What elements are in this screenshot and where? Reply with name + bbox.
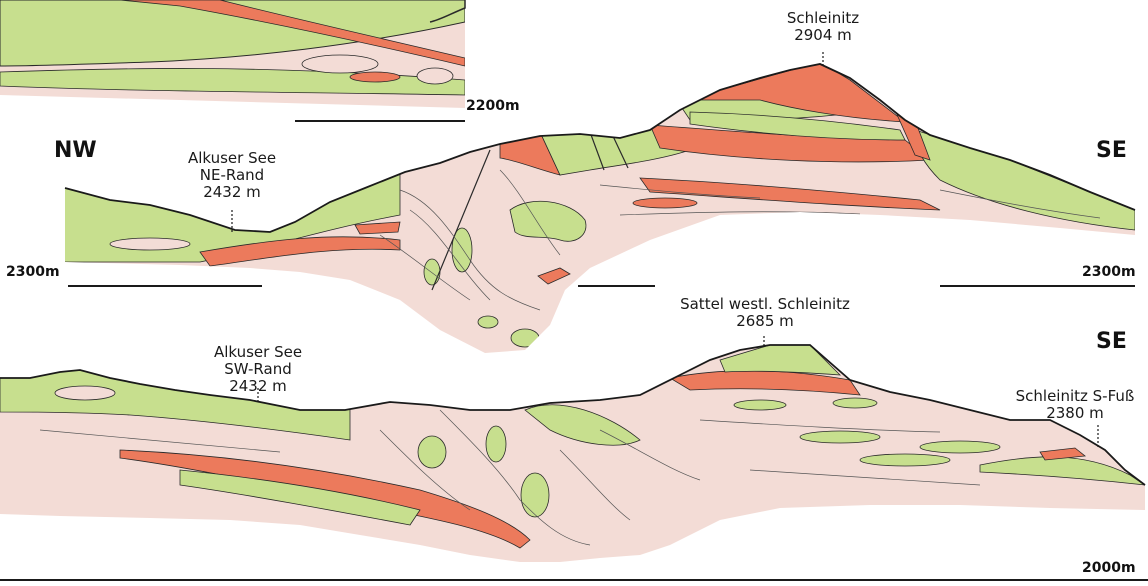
label-alkuser-ne-line2: NE-Rand xyxy=(172,167,292,184)
bot-green-lens-3 xyxy=(800,431,880,443)
mid-left-lens xyxy=(110,238,190,250)
label-alkuser-sw-line1: Alkuser See xyxy=(198,344,318,361)
bot-green-lens-1 xyxy=(734,400,786,410)
label-schleinitz-sfuss: Schleinitz S-Fuß 2380 m xyxy=(1010,388,1140,422)
label-schleinitz: Schleinitz 2904 m xyxy=(768,10,878,44)
label-alkuser-ne-line1: Alkuser See xyxy=(172,150,292,167)
label-schleinitz-sfuss-elevation: 2380 m xyxy=(1010,405,1140,422)
bot-green-lens-2 xyxy=(833,398,877,408)
bottom-section xyxy=(0,330,1148,580)
scale-label-2300-right: 2300m xyxy=(1082,264,1136,280)
label-alkuser-sw: Alkuser See SW-Rand 2432 m xyxy=(198,344,318,395)
label-schleinitz-sfuss-name: Schleinitz S-Fuß xyxy=(1010,388,1140,405)
bot-green-lens-5 xyxy=(860,454,950,466)
mid-fold-blob-5 xyxy=(478,316,498,328)
bot-green-fold-3 xyxy=(486,426,506,462)
bot-green-fold-2 xyxy=(418,436,446,468)
label-schleinitz-elevation: 2904 m xyxy=(768,27,878,44)
bot-left-lens xyxy=(55,386,115,400)
orientation-se-upper: SE xyxy=(1096,138,1127,163)
bot-green-peak xyxy=(720,345,840,375)
top-partial-section xyxy=(0,0,465,110)
bot-green-lens-4 xyxy=(920,441,1000,453)
label-alkuser-sw-line2: SW-Rand xyxy=(198,361,318,378)
mid-fold-blob-3 xyxy=(424,259,440,285)
top-lens xyxy=(302,55,378,73)
label-sattel: Sattel westl. Schleinitz 2685 m xyxy=(680,296,850,330)
mid-groundmass xyxy=(60,60,1140,360)
orientation-se-lower: SE xyxy=(1096,329,1127,354)
scale-label-2300-left: 2300m xyxy=(6,264,60,280)
mid-red-lens-right xyxy=(633,198,697,208)
label-alkuser-ne: Alkuser See NE-Rand 2432 m xyxy=(172,150,292,201)
top-lens-2 xyxy=(417,68,453,84)
mid-fold-blob-4 xyxy=(511,329,539,347)
label-sattel-name: Sattel westl. Schleinitz xyxy=(680,296,850,313)
label-alkuser-ne-elevation: 2432 m xyxy=(172,184,292,201)
orientation-nw: NW xyxy=(54,138,97,163)
label-sattel-elevation: 2685 m xyxy=(680,313,850,330)
label-schleinitz-name: Schleinitz xyxy=(768,10,878,27)
scale-label-2000: 2000m xyxy=(1082,560,1136,576)
label-alkuser-sw-elevation: 2432 m xyxy=(198,378,318,395)
top-red-lens xyxy=(350,72,400,82)
bot-green-fold-4 xyxy=(521,473,549,517)
scale-label-2200: 2200m xyxy=(466,98,520,114)
